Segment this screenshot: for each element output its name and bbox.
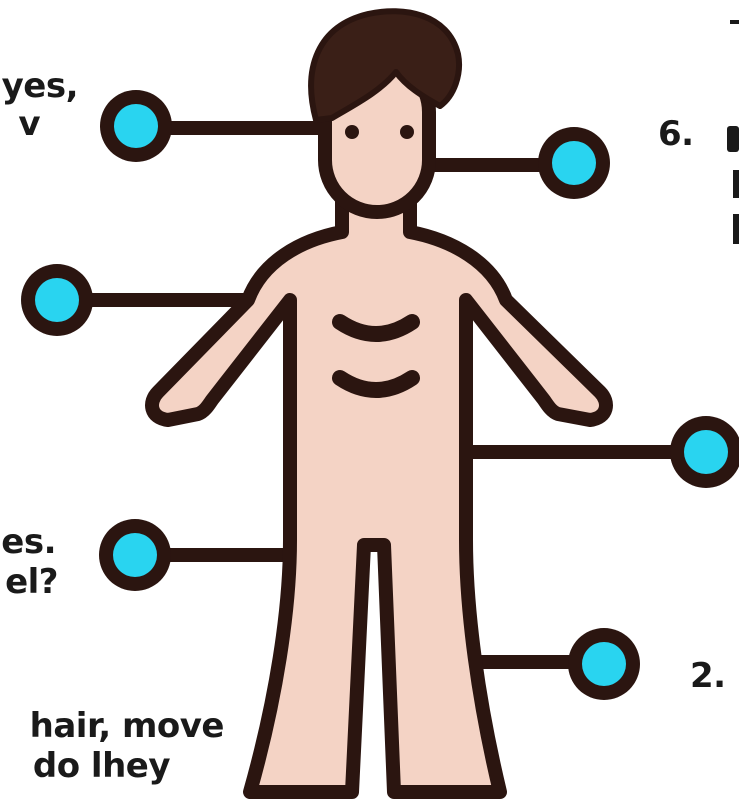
- right-edge-text-fragment-2: [733, 170, 739, 198]
- label-bottom-left-line2: do lhey: [0, 746, 170, 786]
- left-eye: [345, 125, 359, 139]
- head: [311, 11, 459, 212]
- marker-dot-shin-right: [568, 628, 640, 700]
- body-silhouette: [152, 200, 606, 792]
- marker-dot-face-right: [538, 127, 610, 199]
- label-top-left-line2: v: [0, 104, 40, 144]
- right-eye: [400, 125, 414, 139]
- label-bottom-left-line1: hair, move: [0, 706, 224, 746]
- label-mid-left-line1: es.: [0, 522, 56, 562]
- marker-dot-shoulder-left: [21, 264, 93, 336]
- marker-dot-head-left: [100, 90, 172, 162]
- right-edge-text-fragment-1: [727, 126, 739, 152]
- label-top-left-line1: yes,: [0, 66, 78, 106]
- label-top-right-number: 6.: [658, 114, 694, 154]
- label-bottom-right-number: 2.: [690, 656, 726, 696]
- right-edge-text-fragment-3: [733, 214, 739, 244]
- marker-dot-hip-right: [670, 416, 739, 488]
- label-mid-left-line2: el?: [0, 562, 58, 602]
- marker-dot-thigh-left: [99, 519, 171, 591]
- body: [152, 200, 606, 792]
- right-edge-text-fragment-4: [730, 20, 739, 24]
